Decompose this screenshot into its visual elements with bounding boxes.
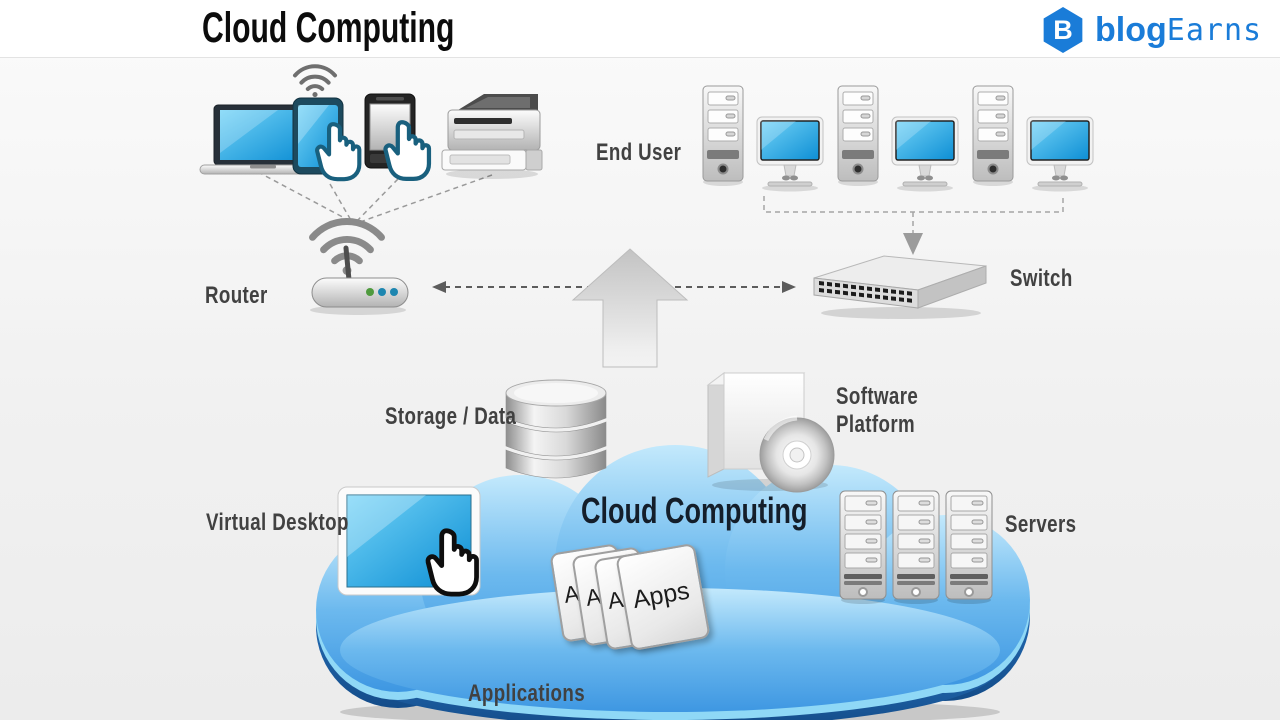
label-storage-data: Storage / Data <box>385 403 517 430</box>
database-icon <box>505 379 607 479</box>
apps-card-label: Apps <box>630 576 692 615</box>
hand-cursor-icon <box>420 526 484 602</box>
software-box-icon <box>706 372 835 493</box>
logo-letter: B <box>1053 14 1073 45</box>
label-software: Software <box>836 383 919 410</box>
desktop-monitor-icon <box>1026 116 1094 192</box>
enduser-bracket-lines <box>763 196 1064 233</box>
hand-cursor-icon <box>310 120 366 186</box>
label-servers: Servers <box>1005 511 1077 538</box>
label-virtual-desktop: Virtual Desktop <box>206 509 349 536</box>
printer-icon <box>441 94 543 179</box>
label-applications: Applications <box>468 680 586 707</box>
wifi-signal-icon <box>291 64 339 98</box>
down-arrow-icon <box>903 233 923 255</box>
cd-disc-icon <box>759 415 835 493</box>
desktop-tower-icon <box>971 84 1015 186</box>
up-arrow-icon <box>571 248 689 368</box>
logo-text-earns: Earns <box>1166 12 1263 48</box>
logo-hexagon-icon: B <box>1043 7 1083 53</box>
label-end-user: End User <box>596 139 682 166</box>
server-tower-icon <box>891 489 941 605</box>
desktop-monitor-icon <box>891 116 959 192</box>
desktop-monitor-icon <box>756 116 824 192</box>
label-router: Router <box>205 282 268 309</box>
apps-card-front: Apps <box>615 542 711 652</box>
server-tower-icon <box>944 489 994 605</box>
apps-cards-group: A A A Apps <box>549 538 726 652</box>
device-connection-lines <box>257 171 493 223</box>
logo-text-blog: blog <box>1095 10 1167 49</box>
cloud-title: Cloud Computing <box>581 490 808 531</box>
hand-cursor-icon <box>378 118 436 186</box>
label-platform: Platform <box>836 411 916 438</box>
laptop-icon <box>199 104 327 175</box>
server-tower-icon <box>838 489 888 605</box>
label-switch: Switch <box>1010 265 1073 292</box>
page-title: Cloud Computing <box>202 4 455 52</box>
network-switch-icon <box>813 255 987 319</box>
desktop-tower-icon <box>701 84 745 186</box>
connection-lines-layer <box>257 171 1064 368</box>
router-icon <box>310 245 409 315</box>
desktop-tower-icon <box>836 84 880 186</box>
